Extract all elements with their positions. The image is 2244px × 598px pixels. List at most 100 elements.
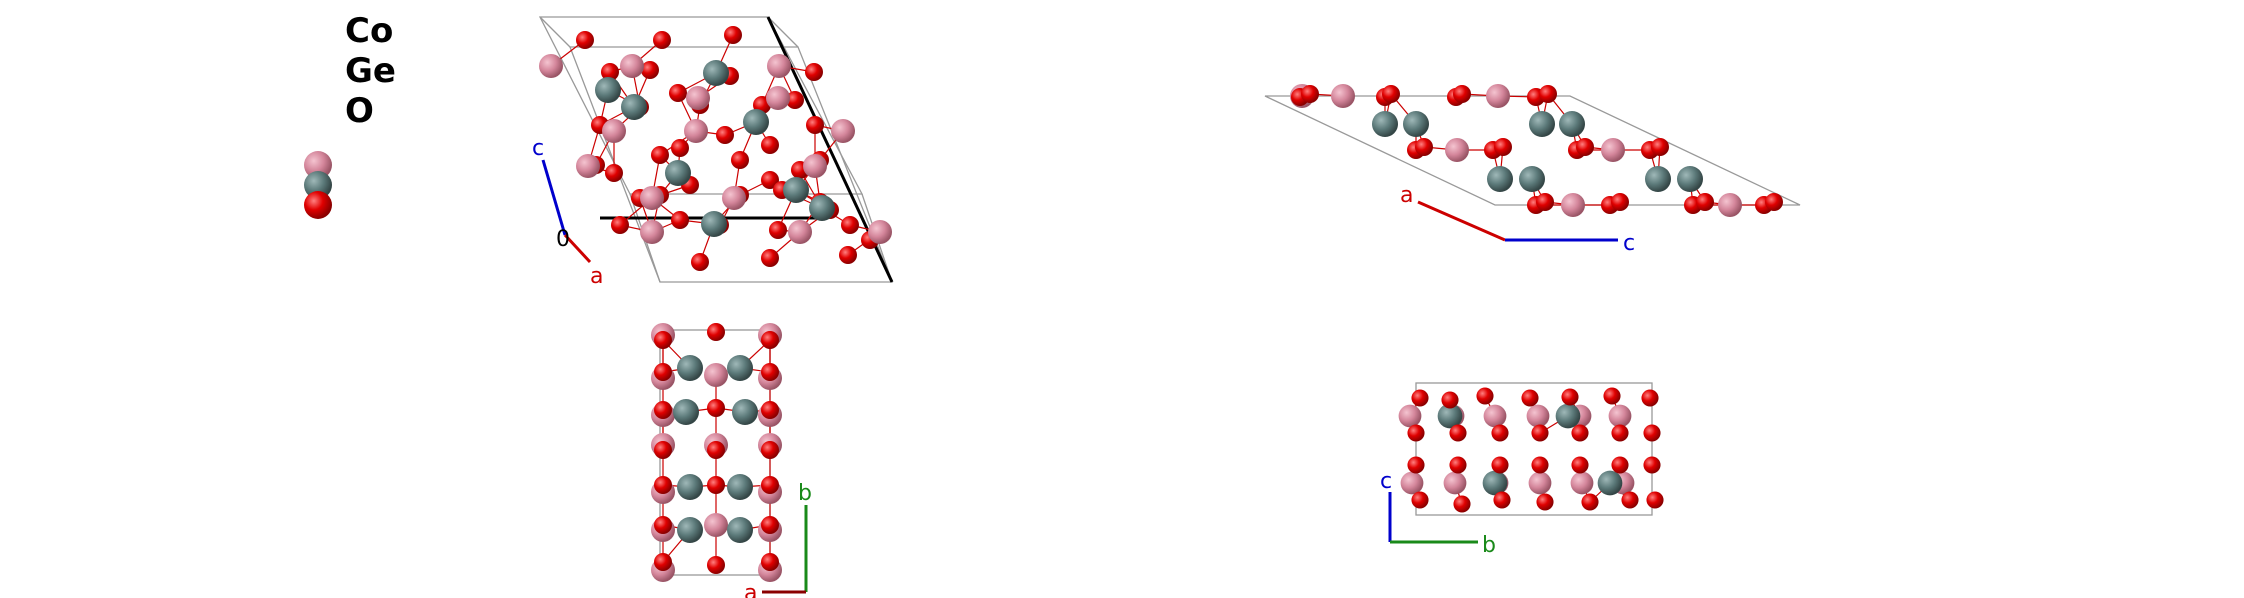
atom-co xyxy=(686,86,710,110)
atom-co xyxy=(831,119,855,143)
perspective-axes-indicator: c 0 a xyxy=(532,136,603,289)
atom-o xyxy=(1476,387,1494,405)
atom-ge xyxy=(1645,166,1671,192)
perspective-axis-a-label: a xyxy=(590,264,603,289)
atom-o xyxy=(651,146,669,164)
atom-o xyxy=(1611,424,1629,442)
atom-o xyxy=(1411,491,1429,509)
atom-ge xyxy=(783,177,809,203)
atom-o xyxy=(1441,391,1459,409)
atom-ge xyxy=(1555,403,1581,429)
view-ac-axis-a-label: a xyxy=(1400,183,1413,208)
atom-co xyxy=(640,220,664,244)
atom-co xyxy=(1331,84,1355,108)
atom-o xyxy=(761,476,779,494)
atom-o xyxy=(1765,193,1783,211)
atom-ge xyxy=(673,399,699,425)
view-cb-axis-b-label: b xyxy=(1482,533,1496,558)
atom-o xyxy=(839,246,857,264)
legend-label-ge: Ge xyxy=(345,51,396,91)
atom-co xyxy=(1400,471,1424,495)
atom-ge xyxy=(809,195,835,221)
atom-o xyxy=(1491,424,1509,442)
atom-ge xyxy=(1403,111,1429,137)
atom-o xyxy=(605,164,623,182)
atom-o xyxy=(1301,85,1319,103)
atom-o xyxy=(1641,389,1659,407)
atom-o xyxy=(1449,424,1467,442)
atom-co xyxy=(1398,404,1422,428)
atom-o xyxy=(761,363,779,381)
atom-o xyxy=(1415,138,1433,156)
view-ac-axes-indicator: a c xyxy=(1400,183,1635,256)
atom-o xyxy=(724,26,742,44)
atom-co xyxy=(1528,471,1552,495)
atom-o xyxy=(1407,424,1425,442)
atom-o xyxy=(805,63,823,81)
atom-o xyxy=(786,91,804,109)
perspective-view: c 0 a xyxy=(532,16,894,289)
view-ab-projection: b a xyxy=(651,323,812,598)
atom-o xyxy=(1531,456,1549,474)
atom-o xyxy=(654,553,672,571)
view-ab-axis-b-label: b xyxy=(798,481,812,506)
atom-ge xyxy=(1519,166,1545,192)
legend-atom-ge xyxy=(304,171,332,199)
atom-o xyxy=(841,216,859,234)
atom-o xyxy=(1643,456,1661,474)
atom-o xyxy=(1646,491,1664,509)
atom-o xyxy=(1621,491,1639,509)
atom-ge xyxy=(727,355,753,381)
atom-o xyxy=(576,31,594,49)
atom-o xyxy=(731,151,749,169)
view-ac-atoms xyxy=(1290,84,1783,217)
atom-o xyxy=(1539,85,1557,103)
atom-co xyxy=(1601,138,1625,162)
atom-o xyxy=(1611,456,1629,474)
atom-o xyxy=(707,323,725,341)
atom-ge xyxy=(1597,470,1623,496)
atom-co xyxy=(868,220,892,244)
atom-ge xyxy=(1529,111,1555,137)
atom-o xyxy=(654,441,672,459)
atom-co xyxy=(1526,404,1550,428)
view-ac-axis-c-label: c xyxy=(1623,231,1635,256)
atom-ge xyxy=(701,211,727,237)
atom-o xyxy=(1603,387,1621,405)
view-ab-axis-a-label: a xyxy=(744,581,757,598)
atom-o xyxy=(1536,493,1554,511)
atom-o xyxy=(769,221,787,239)
atom-ge xyxy=(1677,166,1703,192)
atom-o xyxy=(1571,456,1589,474)
atom-o xyxy=(654,476,672,494)
atom-o xyxy=(707,476,725,494)
perspective-axis-c xyxy=(541,159,567,236)
atom-ge xyxy=(677,355,703,381)
perspective-origin-label: 0 xyxy=(556,227,570,252)
atom-co xyxy=(539,54,563,78)
atom-co xyxy=(722,186,746,210)
atom-o xyxy=(1536,193,1554,211)
atom-ge xyxy=(727,517,753,543)
atom-o xyxy=(1491,456,1509,474)
view-cb-atoms xyxy=(1398,387,1664,513)
atom-o xyxy=(1611,193,1629,211)
atom-co xyxy=(1561,193,1585,217)
atom-ge xyxy=(1559,111,1585,137)
atom-o xyxy=(1407,456,1425,474)
view-cb-projection: c b xyxy=(1380,382,1664,558)
legend-atom-o xyxy=(304,191,332,219)
atom-o xyxy=(761,249,779,267)
atom-o xyxy=(601,63,619,81)
atom-o xyxy=(654,331,672,349)
atom-o xyxy=(1382,85,1400,103)
atom-o xyxy=(1651,138,1669,156)
atom-co xyxy=(803,154,827,178)
atom-ge xyxy=(1372,111,1398,137)
atom-o xyxy=(761,171,779,189)
atom-co xyxy=(704,363,728,387)
atom-o xyxy=(1576,138,1594,156)
atom-o xyxy=(641,61,659,79)
atom-o xyxy=(653,31,671,49)
perspective-axis-lines xyxy=(600,16,894,283)
